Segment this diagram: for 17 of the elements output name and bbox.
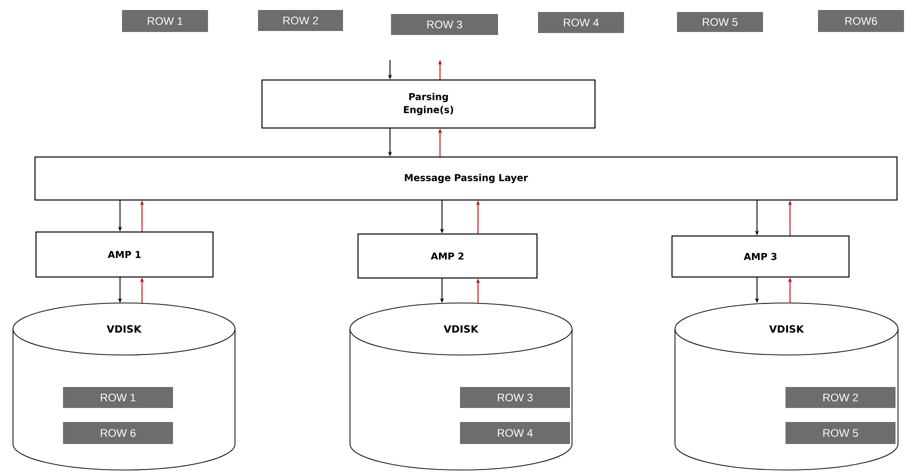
row-box: ROW6 [818,10,904,32]
row-box: ROW 3 [391,14,498,35]
row-box: ROW 6 [63,422,173,444]
process-box: Message Passing Layer [34,156,898,200]
row-box: ROW 1 [63,386,173,408]
row-box: ROW 2 [258,10,343,31]
row-box: ROW 2 [786,386,896,408]
row-box: ROW 1 [122,10,208,32]
row-box: ROW 4 [460,422,570,444]
process-box: AMP 3 [672,236,850,278]
process-box: Parsing Engine(s) [262,80,596,128]
row-box: ROW 3 [460,386,570,408]
row-box: ROW 5 [677,12,763,32]
process-box: AMP 2 [358,234,538,278]
row-box: ROW 5 [786,422,896,444]
row-box: ROW 4 [538,12,624,33]
process-box: AMP 1 [36,232,214,278]
